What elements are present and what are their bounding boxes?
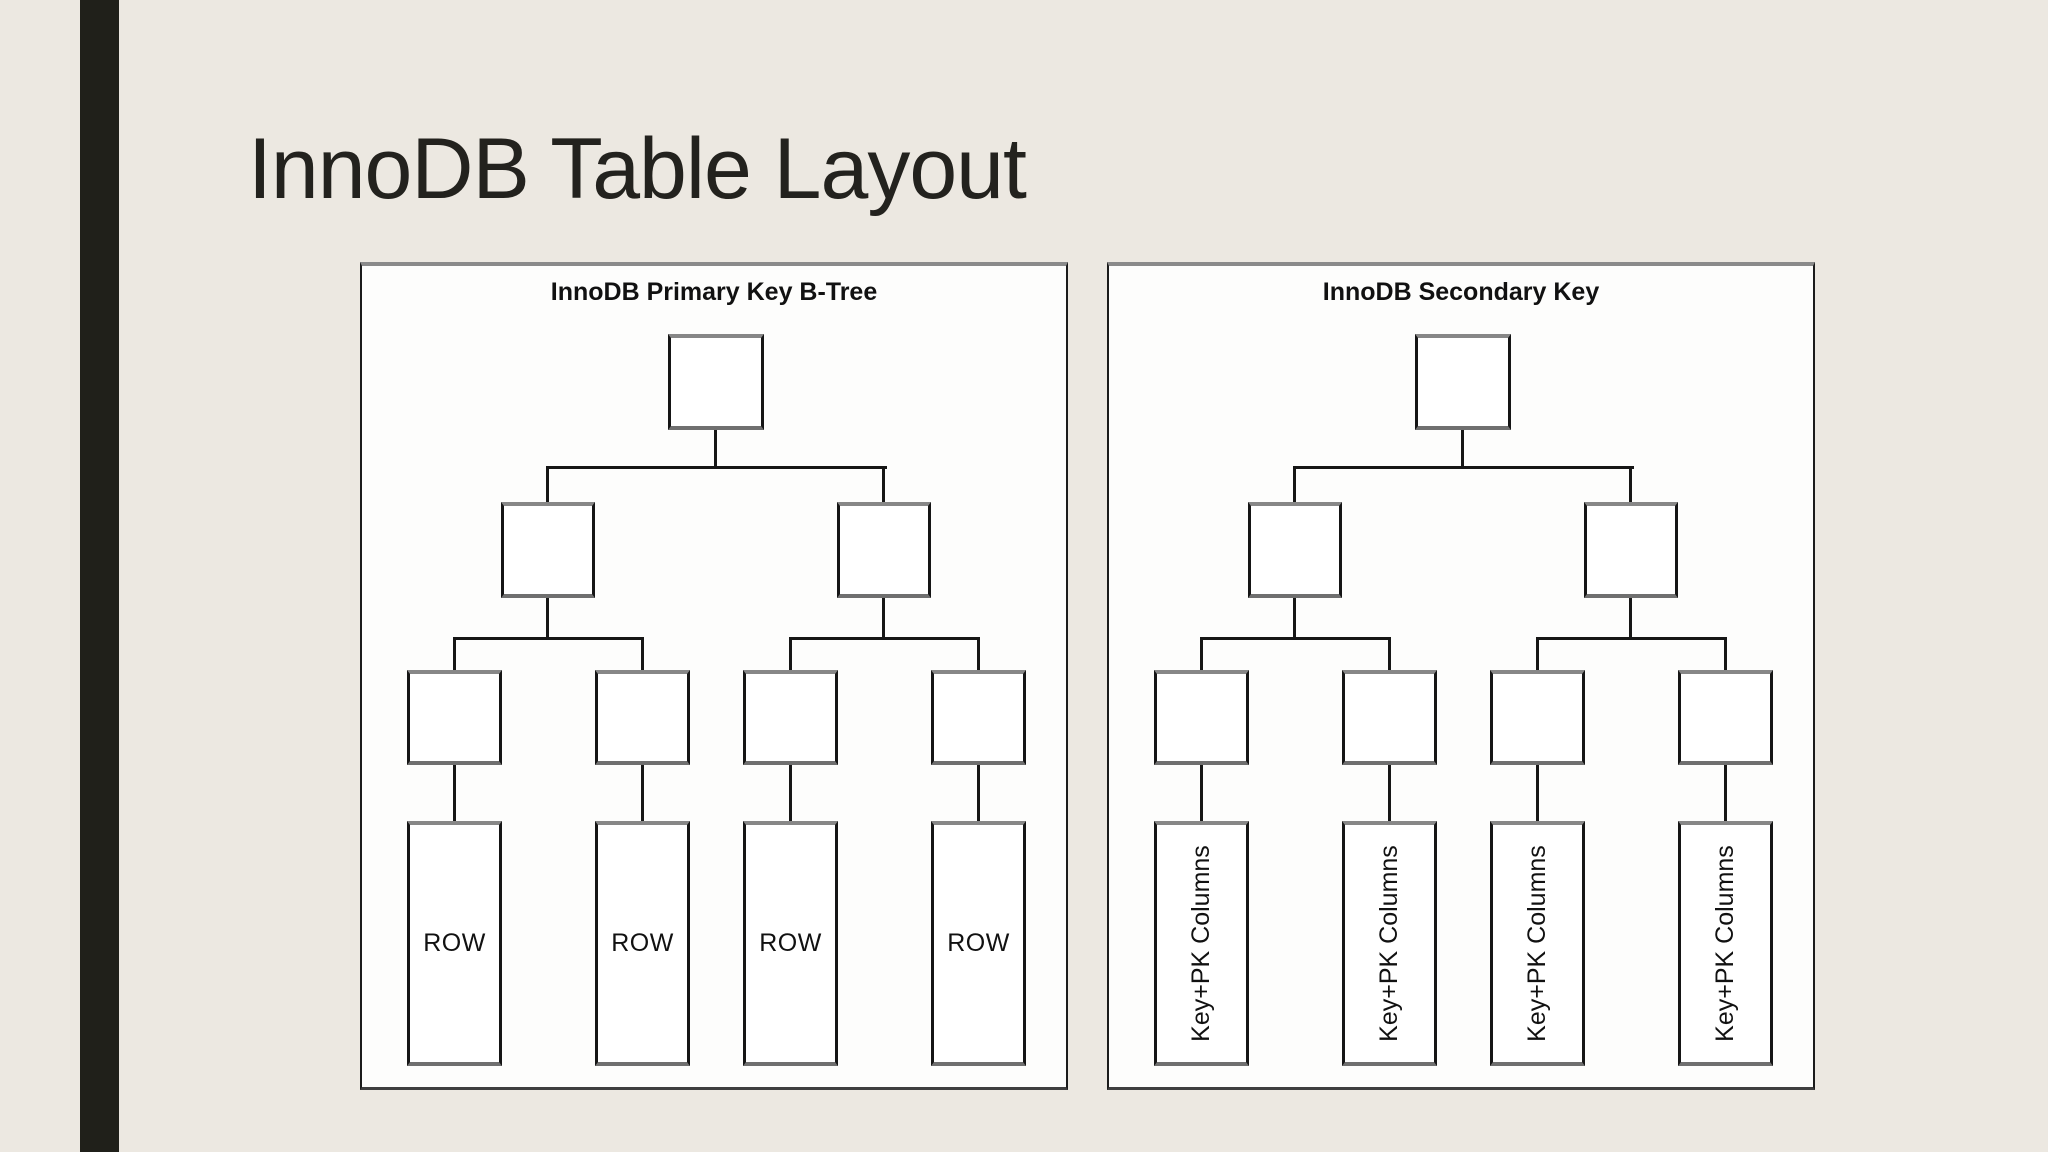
pk-connector-row2-stub <box>641 765 644 821</box>
pk-leaf-node-4 <box>931 670 1026 765</box>
sk-connector-row2-stub <box>1388 765 1391 821</box>
left-accent-bar <box>80 0 119 1152</box>
sk-connector-level2-left <box>1201 637 1391 640</box>
secondary-diagram-title: InnoDB Secondary Key <box>1322 278 1600 306</box>
sk-leaf-node-2 <box>1342 670 1437 765</box>
secondary-key-diagram-panel: InnoDB Secondary Key Key+PK Columns Key+… <box>1107 262 1815 1090</box>
sk-internal-node-left <box>1248 502 1342 598</box>
pk-row-label-1: ROW <box>423 929 486 957</box>
sk-connector-internal-right-stub <box>1629 598 1632 637</box>
sk-leaf-node-1 <box>1154 670 1249 765</box>
pk-connector-internal-right-stub <box>882 598 885 637</box>
pk-connector-leaf2-stub <box>641 637 644 670</box>
pk-root-node <box>668 334 764 430</box>
sk-keypk-label-2: Key+PK Columns <box>1375 845 1403 1042</box>
primary-diagram-title: InnoDB Primary Key B-Tree <box>550 278 878 306</box>
pk-internal-node-left <box>501 502 595 598</box>
sk-connector-row1-stub <box>1200 765 1203 821</box>
sk-connector-leaf2-stub <box>1388 637 1391 670</box>
pk-connector-level2-right <box>790 637 980 640</box>
slide-title: InnoDB Table Layout <box>248 121 1027 217</box>
pk-connector-level1-left-stub <box>546 466 549 502</box>
sk-keypk-box-1: Key+PK Columns <box>1154 821 1249 1066</box>
pk-connector-row1-stub <box>453 765 456 821</box>
pk-connector-leaf4-stub <box>977 637 980 670</box>
pk-connector-leaf1-stub <box>453 637 456 670</box>
sk-leaf-node-4 <box>1678 670 1773 765</box>
pk-row-box-4: ROW <box>931 821 1026 1066</box>
sk-internal-node-right <box>1584 502 1678 598</box>
pk-connector-level1 <box>548 466 887 469</box>
sk-connector-leaf3-stub <box>1536 637 1539 670</box>
sk-connector-level1 <box>1295 466 1634 469</box>
pk-connector-root-stub <box>714 430 717 466</box>
pk-internal-node-right <box>837 502 931 598</box>
sk-keypk-label-1: Key+PK Columns <box>1187 845 1215 1042</box>
sk-root-node <box>1415 334 1511 430</box>
pk-connector-leaf3-stub <box>789 637 792 670</box>
primary-key-diagram-panel: InnoDB Primary Key B-Tree ROW ROW R <box>360 262 1068 1090</box>
pk-connector-internal-left-stub <box>546 598 549 637</box>
sk-connector-leaf1-stub <box>1200 637 1203 670</box>
sk-keypk-box-3: Key+PK Columns <box>1490 821 1585 1066</box>
pk-row-box-2: ROW <box>595 821 690 1066</box>
pk-connector-level1-right-stub <box>882 466 885 502</box>
sk-connector-root-stub <box>1461 430 1464 466</box>
pk-row-label-3: ROW <box>759 929 822 957</box>
pk-leaf-node-2 <box>595 670 690 765</box>
pk-connector-row3-stub <box>789 765 792 821</box>
sk-connector-level2-right <box>1537 637 1727 640</box>
sk-connector-internal-left-stub <box>1293 598 1296 637</box>
sk-leaf-node-3 <box>1490 670 1585 765</box>
sk-keypk-box-2: Key+PK Columns <box>1342 821 1437 1066</box>
pk-row-label-2: ROW <box>611 929 674 957</box>
pk-row-box-1: ROW <box>407 821 502 1066</box>
pk-leaf-node-1 <box>407 670 502 765</box>
pk-row-label-4: ROW <box>947 929 1010 957</box>
pk-connector-level2-left <box>454 637 644 640</box>
sk-keypk-label-4: Key+PK Columns <box>1711 845 1739 1042</box>
sk-connector-row4-stub <box>1724 765 1727 821</box>
pk-connector-row4-stub <box>977 765 980 821</box>
sk-connector-level1-right-stub <box>1629 466 1632 502</box>
pk-row-box-3: ROW <box>743 821 838 1066</box>
sk-connector-leaf4-stub <box>1724 637 1727 670</box>
sk-keypk-box-4: Key+PK Columns <box>1678 821 1773 1066</box>
sk-connector-level1-left-stub <box>1293 466 1296 502</box>
pk-leaf-node-3 <box>743 670 838 765</box>
sk-keypk-label-3: Key+PK Columns <box>1523 845 1551 1042</box>
sk-connector-row3-stub <box>1536 765 1539 821</box>
